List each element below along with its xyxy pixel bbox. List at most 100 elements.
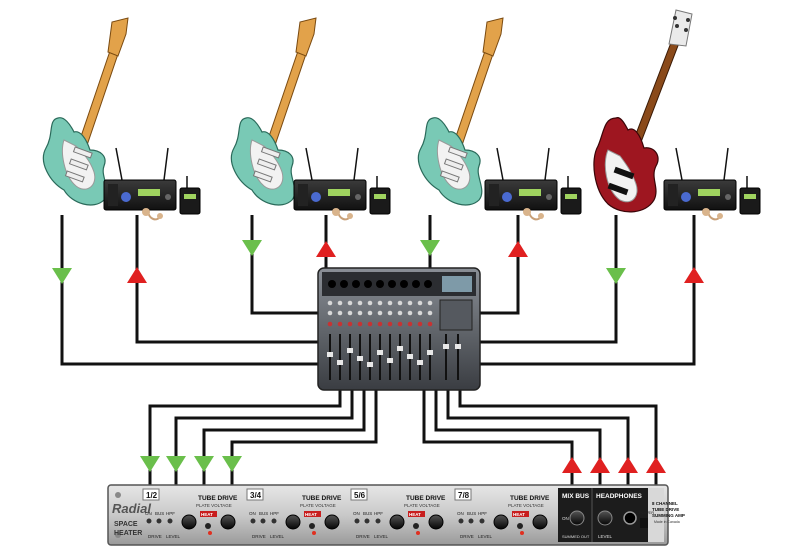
wireless-receiver-icon — [293, 147, 367, 211]
guitar-icon — [42, 17, 129, 206]
switch-hpf[interactable] — [271, 518, 277, 524]
cable-mixer-to-rack-in2 — [174, 390, 354, 485]
section-subtitle: PLATE VOLTAGE — [404, 503, 440, 508]
section-subtitle: PLATE VOLTAGE — [196, 503, 232, 508]
switch-bus[interactable] — [156, 518, 162, 524]
section-title: TUBE DRIVE — [510, 495, 550, 502]
rack-model-line2: HEATER — [114, 530, 142, 537]
cable-rack-return4 — [458, 390, 658, 485]
arrow-up-icon — [127, 267, 147, 283]
switch-hpf[interactable] — [375, 518, 381, 524]
wireless-system-3 — [484, 147, 582, 221]
headphones-sub: LEVEL — [598, 534, 613, 539]
wireless-system-4 — [663, 147, 761, 221]
switch-on[interactable] — [354, 518, 360, 524]
switch-on[interactable] — [146, 518, 152, 524]
knob-ch8[interactable] — [532, 514, 548, 530]
heat-label: HEAT — [305, 512, 317, 517]
arrow-up-icon — [316, 241, 336, 257]
section-title: TUBE DRIVE — [302, 495, 342, 502]
switch-label-hpf: HPF — [374, 511, 383, 516]
arrow-down-icon — [222, 456, 242, 472]
desc-line1: 8 CHANNEL — [652, 501, 678, 506]
knob-ch2[interactable] — [220, 514, 236, 530]
arrow-up-icon — [562, 457, 582, 473]
knob-label-drive: DRIVE — [252, 534, 266, 539]
switch-label-on: ON — [353, 511, 360, 516]
mixer-icon — [317, 267, 481, 391]
arrow-down-icon — [606, 268, 626, 284]
desc-line4: Made in Canada — [654, 520, 680, 524]
rack-channel-7-8: 7/8 TUBE DRIVE PLATE VOLTAGE ON BUS HPF … — [454, 488, 550, 539]
cable-mixer-to-receiver4 — [476, 215, 696, 366]
switch-label-hpf: HPF — [270, 511, 279, 516]
heat-label: HEAT — [409, 512, 421, 517]
knob-label-drive: DRIVE — [356, 534, 370, 539]
mix-bus-sub: SUMMED OUT — [562, 534, 590, 539]
knob-ch6[interactable] — [428, 514, 444, 530]
knob-ch7[interactable] — [493, 514, 509, 530]
cable-bass-to-mixer — [476, 215, 618, 344]
heat-switch[interactable] — [205, 523, 211, 529]
headphones-knob[interactable] — [597, 510, 613, 526]
mix-bus-title: MIX BUS — [562, 493, 590, 500]
arrow-up-icon — [590, 457, 610, 473]
switch-label-on: ON — [457, 511, 464, 516]
bass-icon — [593, 9, 693, 213]
switch-label-on: ON — [145, 511, 152, 516]
switch-label-on: ON — [249, 511, 256, 516]
arrow-down-icon — [166, 456, 186, 472]
rack-unit-icon: Radial SPACE HEATER 1/2 TUBE DRIVE PLATE… — [107, 484, 685, 546]
channel-label: 1/2 — [146, 491, 158, 500]
knob-ch4[interactable] — [324, 514, 340, 530]
knob-ch5[interactable] — [389, 514, 405, 530]
channel-label: 5/6 — [354, 491, 366, 500]
switch-bus[interactable] — [260, 518, 266, 524]
headphones-title: HEADPHONES — [596, 493, 643, 500]
switch-on[interactable] — [458, 518, 464, 524]
mix-bus-knob[interactable] — [569, 510, 585, 526]
switch-on[interactable] — [250, 518, 256, 524]
heat-switch[interactable] — [413, 523, 419, 529]
rack-brand: Radial — [112, 501, 151, 516]
rack-channel-3-4: 3/4 TUBE DRIVE PLATE VOLTAGE ON BUS HPF … — [246, 488, 342, 539]
cable-guitar1-to-mixer — [60, 215, 325, 366]
earbud-icon — [702, 208, 723, 221]
wireless-receiver-icon — [484, 147, 558, 211]
arrow-down-icon — [194, 456, 214, 472]
switch-hpf[interactable] — [167, 518, 173, 524]
rack-channel-1-2: 1/2 TUBE DRIVE PLATE VOLTAGE ON BUS HPF … — [142, 488, 238, 539]
switch-hpf[interactable] — [479, 518, 485, 524]
cable-mixer-to-receiver3 — [476, 215, 520, 315]
power-switch[interactable] — [640, 518, 648, 528]
section-subtitle: PLATE VOLTAGE — [300, 503, 336, 508]
switch-label-hpf: HPF — [166, 511, 175, 516]
cable-mixer-to-rack-in4 — [230, 390, 378, 485]
mix-bus-on-label: ON — [562, 516, 569, 521]
earbud-icon — [332, 208, 353, 221]
cable-guitar2-to-mixer — [250, 215, 325, 315]
knob-ch3[interactable] — [285, 514, 301, 530]
switch-bus[interactable] — [468, 518, 474, 524]
heat-switch[interactable] — [517, 523, 523, 529]
desc-line2: TUBE DRIVE — [652, 507, 679, 512]
switch-label-bus: BUS — [467, 511, 476, 516]
cable-rack-return3 — [446, 390, 630, 485]
heat-switch[interactable] — [309, 523, 315, 529]
wireless-system-1 — [103, 147, 201, 221]
knob-label-level: LEVEL — [166, 534, 181, 539]
switch-bus[interactable] — [364, 518, 370, 524]
headphones-jack[interactable] — [623, 511, 637, 525]
bodypack-transmitter-icon — [179, 176, 201, 215]
arrow-up-icon — [684, 267, 704, 283]
switch-label-bus: BUS — [259, 511, 268, 516]
earbud-icon — [523, 208, 544, 221]
desc-line3: SUMMING AMP — [652, 513, 685, 518]
bodypack-transmitter-icon — [739, 176, 761, 215]
power-label: POWER — [639, 510, 654, 515]
switch-label-hpf: HPF — [478, 511, 487, 516]
earbud-icon — [142, 208, 163, 221]
knob-ch1[interactable] — [181, 514, 197, 530]
arrow-down-icon — [52, 268, 72, 284]
